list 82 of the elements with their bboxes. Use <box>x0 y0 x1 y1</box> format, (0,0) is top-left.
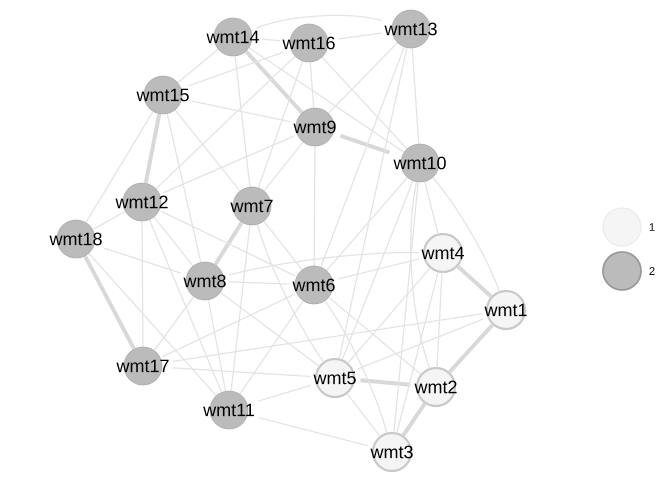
network-edge <box>393 182 419 433</box>
network-edge <box>412 48 420 144</box>
network-edge <box>264 142 304 192</box>
network-node: wmt15 <box>136 76 189 114</box>
network-edge <box>401 402 427 437</box>
network-edge <box>328 42 398 114</box>
network-edge <box>148 220 222 392</box>
legend-label: 2 <box>650 267 654 275</box>
network-edge <box>83 255 136 350</box>
network-edge <box>192 100 291 123</box>
network-edge <box>160 210 296 276</box>
network-edge <box>324 300 388 434</box>
network-edge <box>322 56 408 150</box>
network-edge <box>188 52 284 86</box>
network-node: wmt5 <box>313 358 356 398</box>
network-edge <box>338 258 419 280</box>
network-node: wmt3 <box>370 432 413 472</box>
network-edge <box>256 224 324 362</box>
network-edge <box>264 220 302 270</box>
network-edge <box>346 393 381 437</box>
network-edge <box>234 56 250 187</box>
network-node: wmt2 <box>414 366 457 408</box>
network-edge <box>174 110 240 192</box>
network-edge <box>326 177 408 271</box>
network-edge <box>436 272 443 368</box>
network-edge <box>432 177 500 292</box>
network-edge <box>230 225 250 391</box>
network-node: wmt13 <box>384 10 437 48</box>
network-edge <box>340 134 390 154</box>
network-edge <box>104 248 182 274</box>
network-node: wmt16 <box>282 24 335 62</box>
network-edge <box>214 221 244 266</box>
network-node: wmt17 <box>116 346 169 386</box>
network-node: wmt12 <box>115 182 168 222</box>
network-edge <box>360 378 411 387</box>
network-edge <box>220 292 320 367</box>
network-edge <box>162 294 296 358</box>
network-edge <box>166 114 202 262</box>
network-edge <box>88 253 216 396</box>
network-edge <box>248 47 404 153</box>
network-edge <box>172 313 482 362</box>
network-edge <box>154 296 194 351</box>
network-edge <box>424 182 439 234</box>
network-node: wmt14 <box>206 18 259 56</box>
network-edge <box>258 61 304 188</box>
network-edge <box>258 384 312 402</box>
network-edge <box>154 216 194 266</box>
network-edge <box>448 323 494 374</box>
network-edge <box>86 111 154 223</box>
network-edge <box>396 272 439 434</box>
network-edge <box>410 182 430 369</box>
network-edge <box>208 300 226 391</box>
network-edge <box>156 56 296 190</box>
network-edge <box>144 114 162 184</box>
network-node: wmt11 <box>203 390 254 430</box>
network-edge <box>347 267 431 364</box>
network-edge <box>178 48 218 84</box>
network-edge <box>358 318 484 370</box>
network-edge <box>228 252 419 276</box>
network-node: wmt1 <box>484 290 527 330</box>
network-edge <box>342 180 414 360</box>
network-edge <box>338 32 382 40</box>
network-edge <box>258 416 368 446</box>
network-edge <box>310 62 314 108</box>
network-edge <box>328 297 422 375</box>
network-edge <box>256 14 382 28</box>
network-edge <box>456 264 493 298</box>
network-node: wmt7 <box>230 186 273 226</box>
network-edge <box>239 300 304 394</box>
network-node: wmt9 <box>293 108 336 146</box>
network-node: wmt4 <box>421 232 464 274</box>
network-edge <box>92 210 126 230</box>
network-node: wmt10 <box>393 144 446 182</box>
network-edge <box>338 48 408 360</box>
network-node: wmt18 <box>49 220 102 258</box>
network-edge <box>320 47 405 267</box>
network-edge <box>172 367 311 378</box>
network-edge <box>244 50 304 114</box>
network-node: wmt6 <box>292 266 335 304</box>
network-edge <box>162 136 294 194</box>
network-node: wmt8 <box>183 262 226 300</box>
legend-label: 1 <box>650 223 655 231</box>
